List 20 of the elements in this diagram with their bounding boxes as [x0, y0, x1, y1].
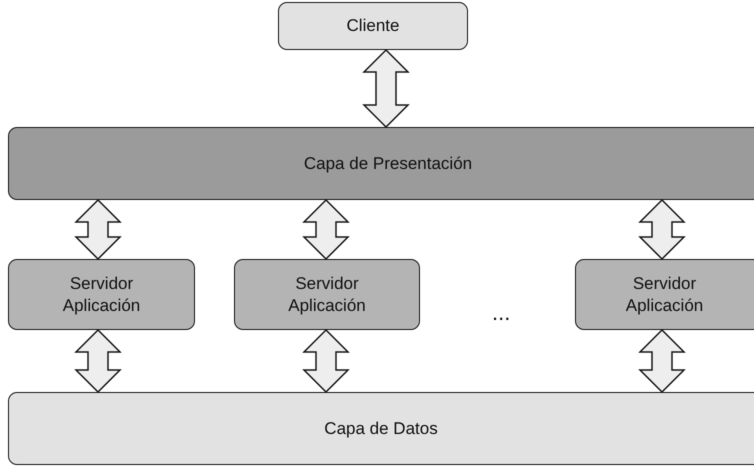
double-arrow — [638, 198, 686, 260]
layer-band — [8, 392, 754, 465]
server-box — [234, 259, 420, 330]
layer-band — [8, 127, 754, 200]
node-label: Servidor Aplicación — [624, 273, 704, 316]
server-box — [575, 259, 754, 330]
node-label: Capa de Datos — [324, 418, 438, 440]
double-arrow — [302, 328, 350, 394]
node-label: Capa de Presentación — [304, 152, 472, 174]
double-arrow — [362, 48, 410, 128]
node-label: Servidor Aplicación — [287, 273, 367, 316]
double-arrow — [74, 198, 122, 260]
ellipsis-label: ... — [492, 300, 510, 326]
double-arrow — [74, 328, 122, 394]
server-box — [8, 259, 195, 330]
node-label: Servidor Aplicación — [62, 273, 142, 316]
node-label: Cliente — [346, 15, 400, 37]
client-box — [278, 2, 468, 50]
double-arrow — [638, 328, 686, 394]
double-arrow — [302, 198, 350, 260]
